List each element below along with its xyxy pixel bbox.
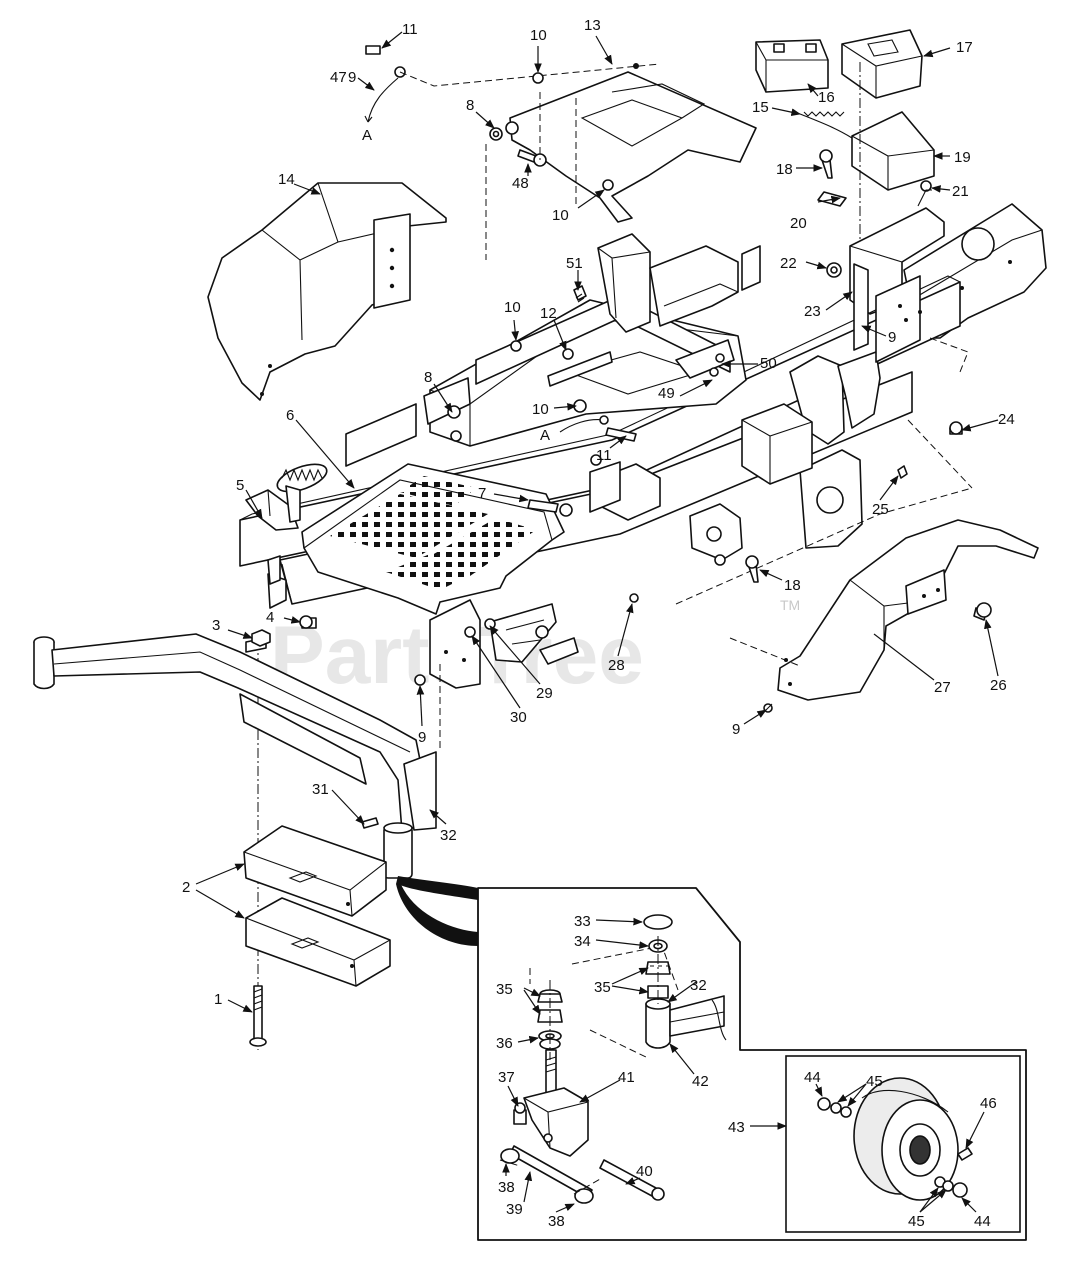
- callout-35a: 35: [496, 981, 513, 998]
- callout-31: 31: [312, 781, 329, 798]
- callout-labels: 1 2 3 4 5 6 7 8 8 9 9 9 9 10 10 10 10 11…: [182, 17, 1015, 1230]
- mount-plate-part: [826, 189, 945, 327]
- connector-label-a-top: A: [362, 127, 372, 144]
- callout-9c: 9: [732, 721, 740, 738]
- callout-12: 12: [540, 305, 557, 322]
- counterweight-part: [243, 825, 391, 987]
- callout-32a: 32: [440, 827, 457, 844]
- wire-harness-part: [364, 45, 661, 123]
- callout-9d: 9: [348, 69, 356, 86]
- front-axle-part: [33, 633, 437, 879]
- callout-21: 21: [952, 183, 969, 200]
- callout-45b: 45: [908, 1213, 925, 1230]
- callout-29: 29: [536, 685, 553, 702]
- callout-28: 28: [608, 657, 625, 674]
- callout-27: 27: [934, 679, 951, 696]
- callout-41: 41: [618, 1069, 635, 1086]
- callout-10d: 10: [532, 401, 549, 418]
- callout-36: 36: [496, 1035, 513, 1052]
- callout-14: 14: [278, 171, 295, 188]
- callout-30: 30: [510, 709, 527, 726]
- wheel-detail-box: [785, 1055, 1021, 1233]
- callout-20: 20: [790, 215, 807, 232]
- callout-51: 51: [566, 255, 583, 272]
- floor-pan-part: [301, 463, 565, 615]
- callout-10a: 10: [530, 27, 547, 44]
- callout-44a: 44: [804, 1069, 821, 1086]
- callout-11a: 11: [402, 21, 418, 38]
- connector-label-a-middle: A: [540, 427, 550, 444]
- callout-34: 34: [574, 933, 591, 950]
- hardware-top: [485, 72, 614, 260]
- callout-11b: 11: [596, 447, 612, 464]
- callout-18a: 18: [776, 161, 793, 178]
- callout-22: 22: [780, 255, 797, 272]
- callout-19: 19: [954, 149, 971, 166]
- fender-left-part: [207, 182, 447, 401]
- callout-16: 16: [818, 89, 835, 106]
- callout-40: 40: [636, 1163, 653, 1180]
- callout-10b: 10: [552, 207, 569, 224]
- detail-connector: [396, 876, 478, 946]
- callout-6: 6: [286, 407, 294, 424]
- callout-17: 17: [956, 39, 973, 56]
- callout-46: 46: [980, 1095, 997, 1112]
- wire-middle-part: [510, 285, 637, 517]
- callout-7: 7: [478, 485, 486, 502]
- callout-5: 5: [236, 477, 244, 494]
- battery-strap-part: [799, 111, 853, 139]
- callout-18b: 18: [784, 577, 801, 594]
- callout-39: 39: [506, 1201, 523, 1218]
- callout-9b: 9: [888, 329, 896, 346]
- callout-25: 25: [872, 501, 889, 518]
- watermark-trademark: TM: [780, 597, 800, 613]
- callout-8a: 8: [424, 369, 432, 386]
- callout-15: 15: [752, 99, 769, 116]
- callout-1: 1: [214, 991, 222, 1008]
- callout-42: 42: [692, 1073, 709, 1090]
- callout-38a: 38: [498, 1179, 515, 1196]
- bolt-part: [249, 985, 267, 1047]
- callout-37: 37: [498, 1069, 515, 1086]
- callout-8b: 8: [466, 97, 474, 114]
- battery-cover-part: [841, 29, 923, 99]
- callout-38b: 38: [548, 1213, 565, 1230]
- callout-23: 23: [804, 303, 821, 320]
- hardware-front: [251, 615, 379, 829]
- leader-lines: [195, 31, 999, 1213]
- callout-48: 48: [512, 175, 529, 192]
- fender-right-part: [777, 519, 1039, 701]
- callout-24: 24: [998, 411, 1015, 428]
- callout-10c: 10: [504, 299, 521, 316]
- callout-13: 13: [584, 17, 601, 34]
- caster-detail-box: [477, 887, 1027, 1241]
- callout-47: 47: [330, 69, 347, 86]
- callout-2: 2: [182, 879, 190, 896]
- callout-26: 26: [990, 677, 1007, 694]
- callout-32b: 32: [690, 977, 707, 994]
- callout-35b: 35: [594, 979, 611, 996]
- callout-43: 43: [728, 1119, 745, 1136]
- callout-45a: 45: [866, 1073, 883, 1090]
- callout-50: 50: [760, 355, 777, 372]
- top-plate-part: [505, 63, 757, 223]
- callout-9a: 9: [418, 729, 426, 746]
- callout-3: 3: [212, 617, 220, 634]
- battery-part: [755, 39, 829, 93]
- pedal-spring-part: [276, 463, 328, 523]
- callout-4: 4: [266, 609, 274, 626]
- callout-49: 49: [658, 385, 675, 402]
- callout-44b: 44: [974, 1213, 991, 1230]
- callout-33: 33: [574, 913, 591, 930]
- hardware-misc: [414, 421, 992, 713]
